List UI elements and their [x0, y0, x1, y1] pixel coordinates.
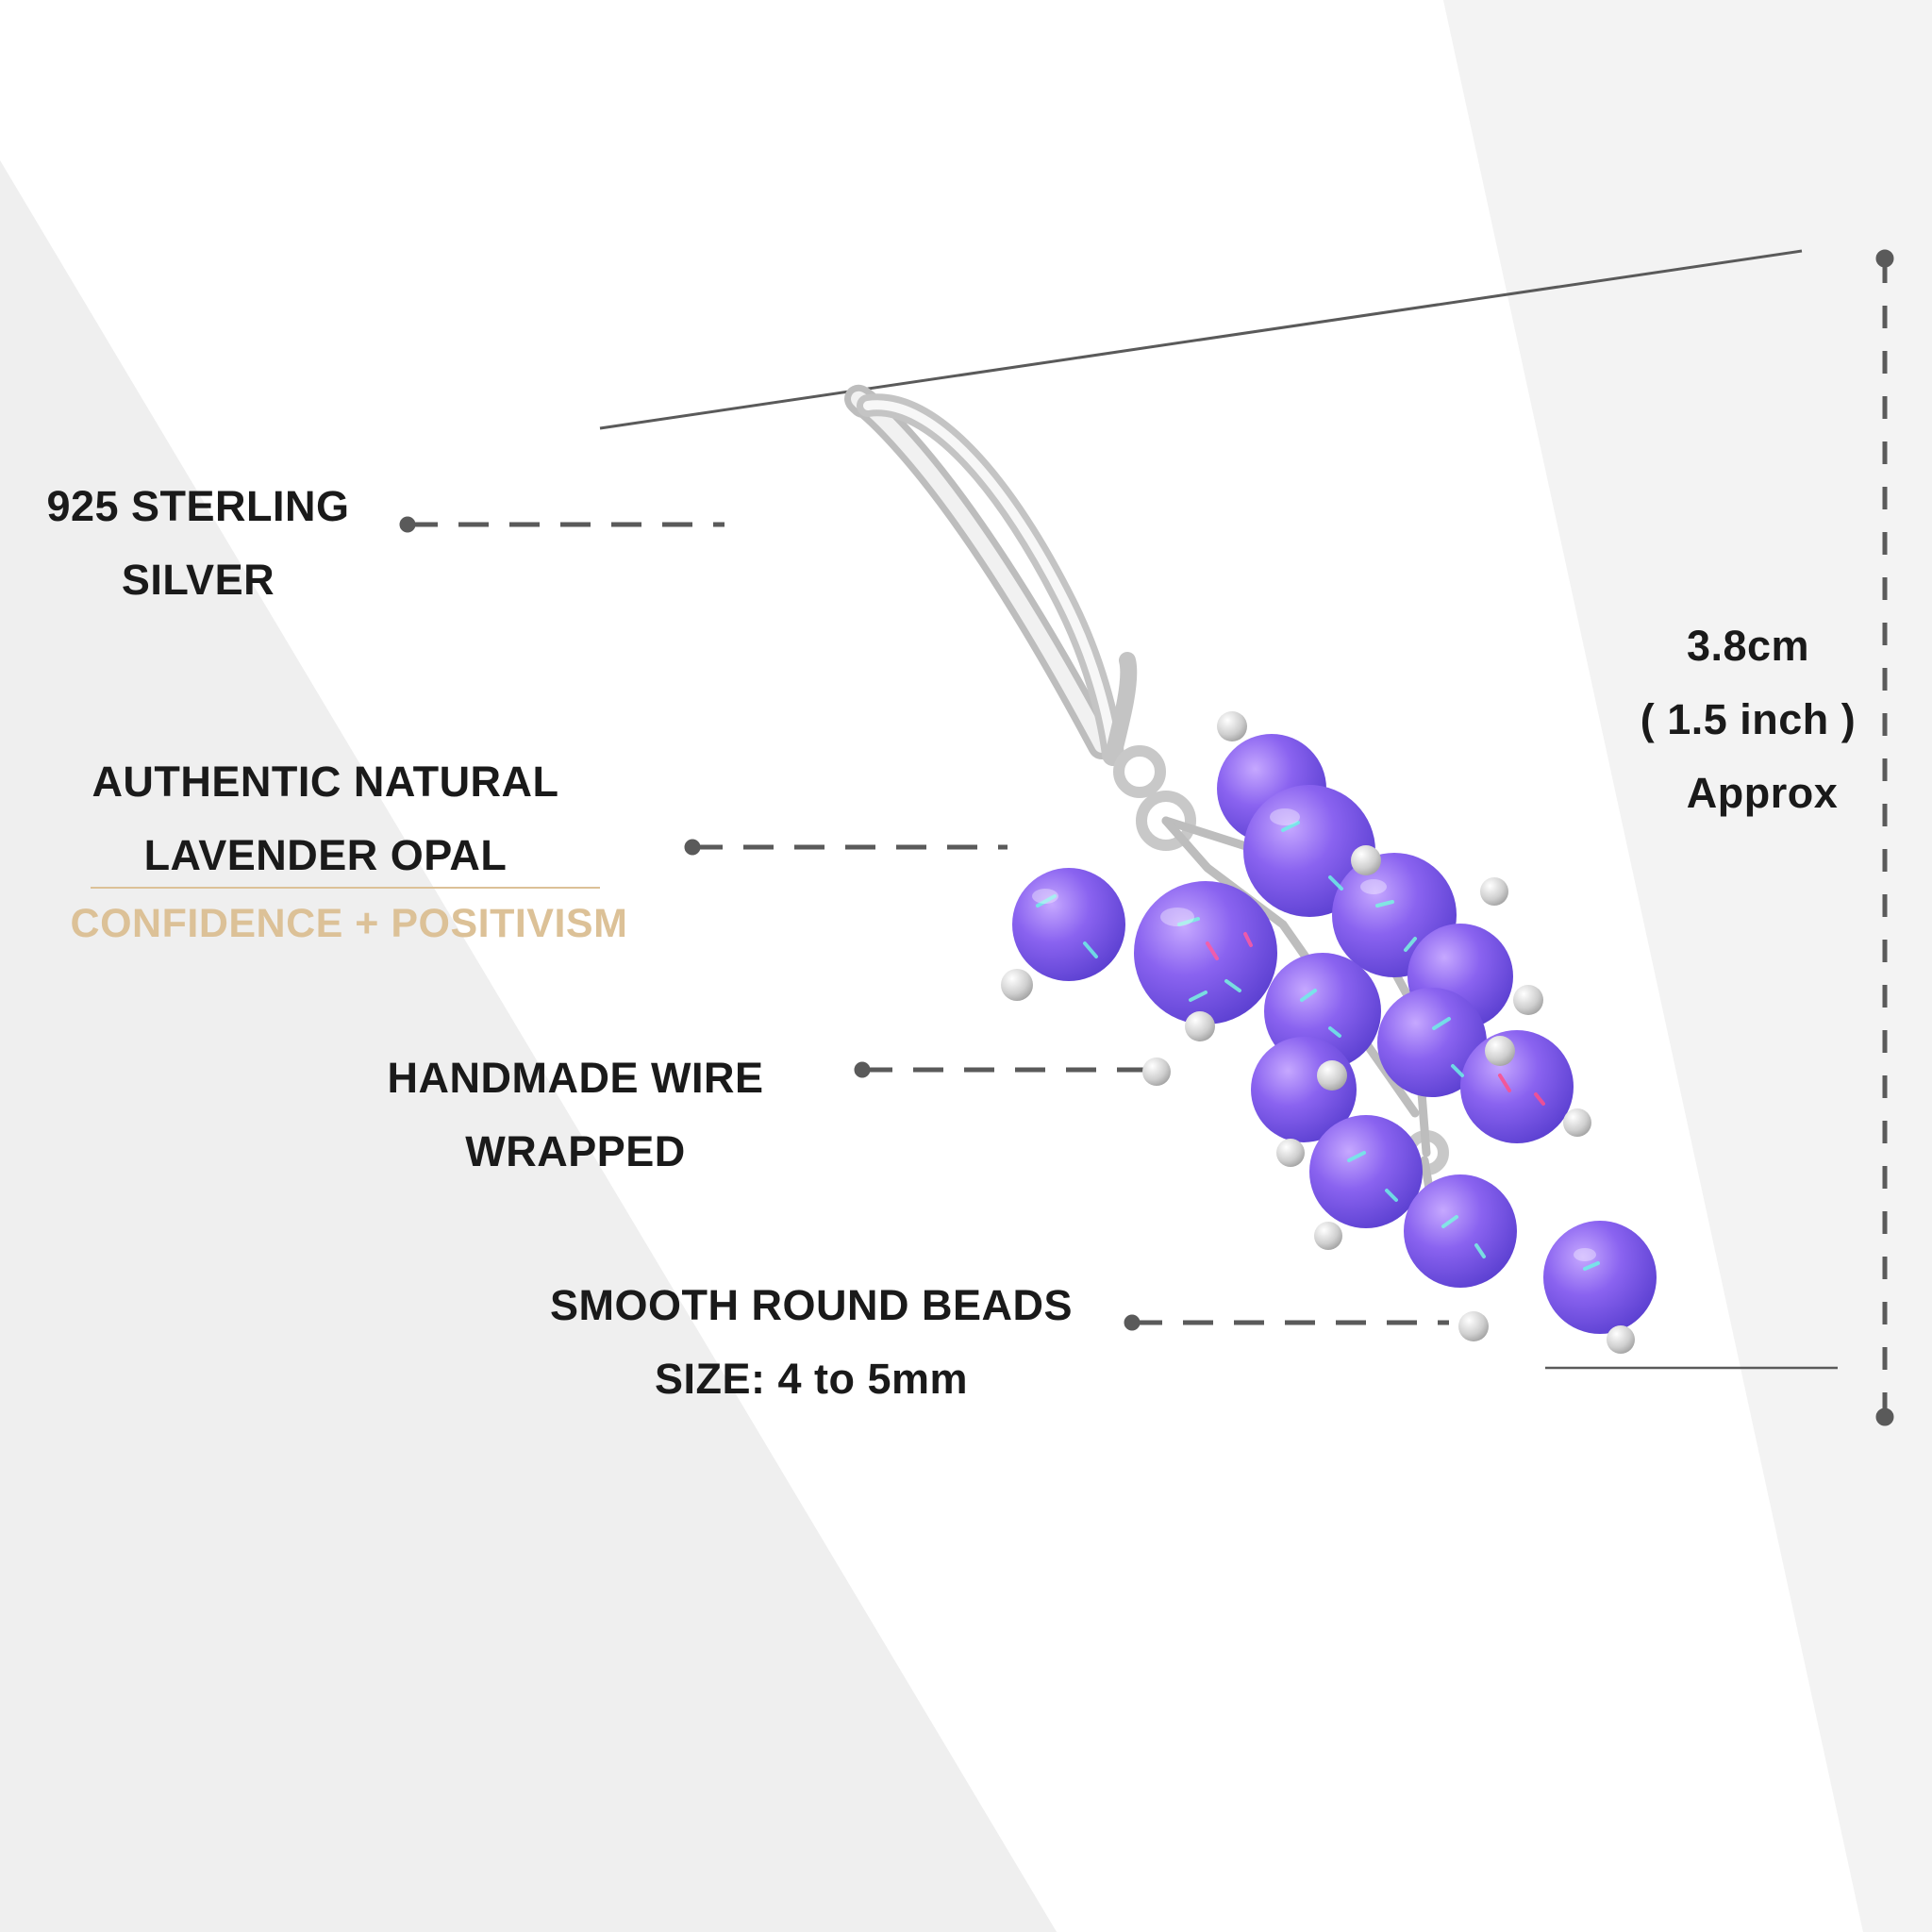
height-top-dot	[1875, 249, 1894, 268]
callout-sterling-silver-line1: 925 STERLING	[46, 482, 350, 530]
callout-smooth-round-beads-line2: SIZE: 4 to 5mm	[654, 1355, 969, 1403]
background-right-panel	[1443, 0, 1932, 1932]
opal-bead	[1012, 868, 1125, 981]
background-light-panel	[0, 0, 1863, 1932]
silver-leader-dot	[399, 516, 416, 533]
opal-bead	[1404, 1174, 1517, 1288]
callout-handmade-wire: HANDMADE WIRE WRAPPED	[349, 1041, 802, 1189]
opal-bead	[1543, 1221, 1657, 1334]
measurement-guides	[399, 249, 1894, 1426]
opal-benefit-text: CONFIDENCE + POSITIVISM	[70, 901, 628, 946]
callout-smooth-round-beads-line1: SMOOTH ROUND BEADS	[549, 1281, 1073, 1329]
opal-fire-highlights	[1036, 821, 1600, 1271]
background-shadow-panel	[0, 160, 1057, 1932]
silver-ball-ends	[1001, 711, 1635, 1354]
callout-lavender-opal-line2: LAVENDER OPAL	[143, 831, 508, 879]
earring	[844, 384, 1657, 1354]
dimension-metric: 3.8cm	[1686, 622, 1810, 670]
callout-lavender-opal-line1: AUTHENTIC NATURAL	[92, 758, 559, 806]
dimension-label: 3.8cm ( 1.5 inch ) Approx	[1611, 609, 1885, 830]
callout-smooth-round-beads: SMOOTH ROUND BEADS SIZE: 4 to 5mm	[509, 1269, 1113, 1416]
callout-sterling-silver: 925 STERLING SILVER	[19, 470, 377, 617]
opal-bead	[1377, 988, 1487, 1097]
wire-leader-dot	[854, 1061, 871, 1078]
dimension-imperial: ( 1.5 inch )	[1640, 695, 1857, 743]
opal-benefit-divider	[91, 887, 600, 889]
dimension-qualifier: Approx	[1686, 769, 1839, 817]
opal-bead	[1134, 881, 1277, 1024]
lever-back-hook	[844, 384, 1138, 766]
opal-bead	[1460, 1030, 1574, 1143]
callout-lavender-opal: AUTHENTIC NATURAL LAVENDER OPAL	[47, 745, 604, 892]
callout-sterling-silver-line2: SILVER	[121, 556, 275, 604]
height-bottom-dot	[1875, 1407, 1894, 1426]
callout-handmade-wire-line1: HANDMADE WIRE	[387, 1054, 764, 1102]
opal-leader-dot	[684, 839, 701, 856]
opal-beads	[1012, 734, 1657, 1334]
callout-handmade-wire-line2: WRAPPED	[465, 1127, 686, 1175]
top-reference-line	[599, 249, 1803, 430]
opal-bead	[1309, 1115, 1423, 1228]
beads-leader-dot	[1124, 1314, 1141, 1331]
